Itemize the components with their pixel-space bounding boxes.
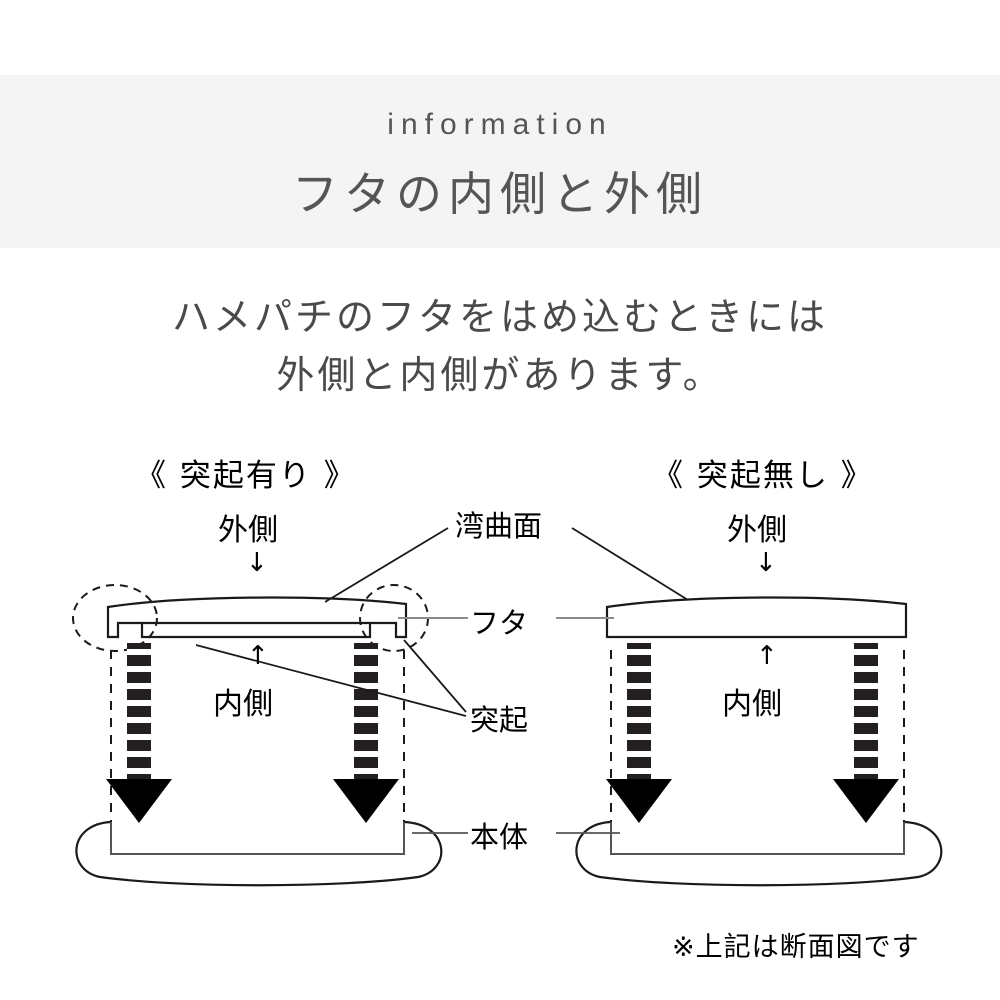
header-band <box>0 75 1000 248</box>
right-push-arrow-1 <box>606 643 672 823</box>
right-section-title: 《 突起無し 》 <box>652 458 874 494</box>
left-push-arrow-1 <box>106 643 172 823</box>
left-outer-arrow-icon: ↓ <box>246 548 268 578</box>
left-diagram <box>72 584 443 887</box>
callout-body: 本体 <box>470 820 529 854</box>
page-title: フタの内側と外側 <box>292 167 708 221</box>
right-inner-arrow-icon: ↑ <box>756 641 778 671</box>
lead-line-2: 外側と内側があります。 <box>276 353 724 397</box>
right-lid-outline <box>605 596 908 639</box>
right-body-outline <box>575 820 943 887</box>
leader-protrusion-upper <box>403 639 467 713</box>
left-body-outline <box>75 820 443 887</box>
right-inner-label: 内側 <box>722 687 782 722</box>
lead-paragraph: ハメパチのフタをはめ込むときには 外側と内側があります。 <box>0 288 1000 404</box>
left-inner-label: 内側 <box>213 687 273 722</box>
right-outer-arrow-icon: ↓ <box>755 548 777 578</box>
leader-protrusion-lower <box>195 644 467 717</box>
right-diagram <box>575 596 943 887</box>
callout-protrusion: 突起 <box>470 703 529 737</box>
right-push-arrow-2 <box>833 643 899 823</box>
lead-line-1: ハメパチのフタをはめ込むときには <box>171 295 828 339</box>
left-inner-arrow-icon: ↑ <box>247 641 269 671</box>
right-body-inner-rim <box>610 822 905 855</box>
left-lid-outline <box>106 596 408 639</box>
leader-lines <box>195 527 689 834</box>
left-protrusion-highlight-left <box>72 584 158 652</box>
left-body-inner-rim <box>110 822 405 855</box>
left-outer-label: 外側 <box>218 513 278 548</box>
callout-curved-surface: 湾曲面 <box>455 509 543 543</box>
left-push-arrow-2 <box>333 643 399 823</box>
footnote: ※上記は断面図です <box>672 932 920 963</box>
header-eyebrow: information <box>387 108 613 141</box>
leader-curved-to-left <box>324 527 449 603</box>
callout-lid: フタ <box>470 606 529 640</box>
leader-curved-to-right <box>571 527 689 601</box>
right-outer-label: 外側 <box>727 513 787 548</box>
left-section-title: 《 突起有り 》 <box>135 458 357 494</box>
